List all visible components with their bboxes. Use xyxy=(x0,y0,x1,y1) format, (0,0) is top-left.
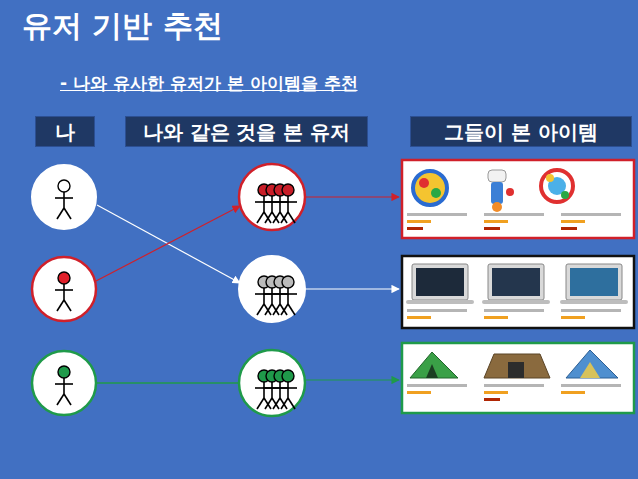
slide-title: 유저 기반 추천 xyxy=(22,6,223,47)
user-circles xyxy=(32,165,96,415)
header-text: 그들이 본 아이템 xyxy=(444,120,598,144)
product-panels xyxy=(402,160,634,413)
header-text: 나와 같은 것을 본 유저 xyxy=(143,120,351,144)
subtitle: - 나와 유사한 유저가 본 아이템을 추천 xyxy=(60,72,358,95)
header-text: 나 xyxy=(55,120,75,144)
header-box: 그들이 본 아이템 xyxy=(410,116,632,147)
header-box: 나와 같은 것을 본 유저 xyxy=(125,116,368,147)
link-lines xyxy=(96,197,399,383)
header-box: 나 xyxy=(35,116,95,147)
group-circles xyxy=(239,164,305,416)
